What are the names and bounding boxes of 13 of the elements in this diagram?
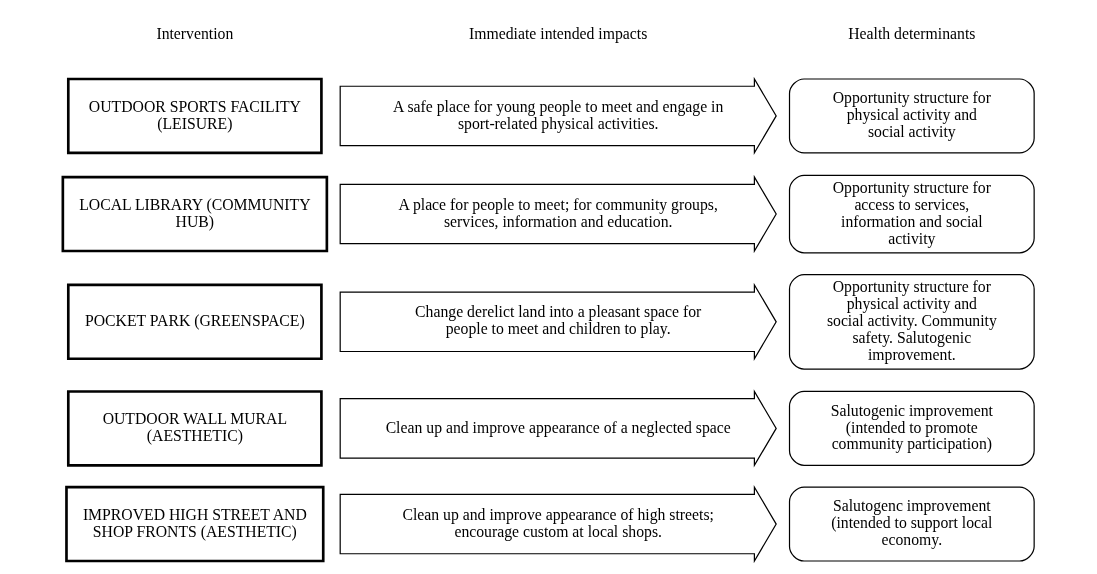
node-box: POCKET PARK (GREENSPACE) (66, 283, 323, 361)
node-box: Salutogenc improvement (intended to support local economy. (788, 486, 1035, 562)
node-box: Opportunity structure for access to services, information and social activity (788, 174, 1035, 254)
node-box: Opportunity structure for physical activity and social activity. Community safety. Salutogenic improvement. (788, 274, 1035, 370)
node-box: OUTDOOR WALL MURAL (AESTHETIC) (66, 390, 323, 467)
label: Immediate intended impacts (469, 24, 648, 42)
node-box: Salutogenic improvement (intended to promote community participation) (788, 390, 1035, 466)
node-box: OUTDOOR SPORTS FACILITY (LEISURE) (66, 77, 323, 155)
node-box: IMPROVED HIGH STREET AND SHOP FRONTS (AESTHETIC) (65, 485, 325, 563)
node-box: LOCAL LIBRARY (COMMUNITY HUB) (61, 175, 329, 253)
node-box: Opportunity structure for physical activity and social activity (788, 78, 1035, 154)
label: Health determinants (848, 24, 976, 42)
label: Intervention (156, 24, 234, 42)
